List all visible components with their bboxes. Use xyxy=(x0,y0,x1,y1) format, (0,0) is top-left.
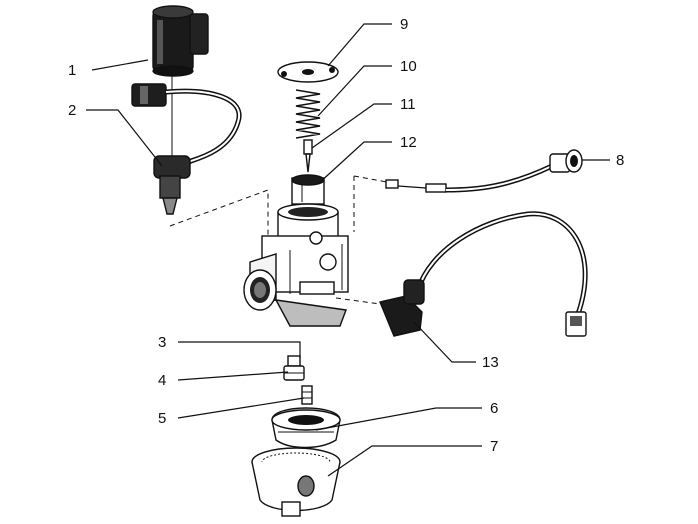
callout-3: 3 xyxy=(158,334,166,351)
callout-6: 6 xyxy=(490,400,498,417)
callout-11: 11 xyxy=(400,96,416,113)
callout-13: 13 xyxy=(482,354,499,371)
needle-icon xyxy=(303,139,313,173)
callout-4: 4 xyxy=(158,372,166,389)
callout-9: 9 xyxy=(400,16,408,33)
slide-icon xyxy=(291,174,325,205)
solenoid-icon xyxy=(152,5,209,77)
float-icon xyxy=(271,407,341,449)
callout-5: 5 xyxy=(158,410,166,427)
carburetor-body-icon xyxy=(243,203,349,327)
spring-icon xyxy=(295,89,321,139)
callout-7: 7 xyxy=(490,438,498,455)
main-jet-icon xyxy=(301,385,313,405)
callout-1: 1 xyxy=(68,62,76,79)
callout-2: 2 xyxy=(68,102,76,119)
callout-12: 12 xyxy=(400,134,417,151)
cable-icon xyxy=(385,149,583,193)
callout-10: 10 xyxy=(400,58,417,75)
callout-8: 8 xyxy=(616,152,624,169)
idle-screw-icon xyxy=(283,355,305,381)
float-bowl-icon xyxy=(251,447,341,517)
cover-plate-icon xyxy=(277,61,339,83)
heater-cable-icon xyxy=(379,211,588,337)
starter-valve-icon xyxy=(131,83,242,215)
